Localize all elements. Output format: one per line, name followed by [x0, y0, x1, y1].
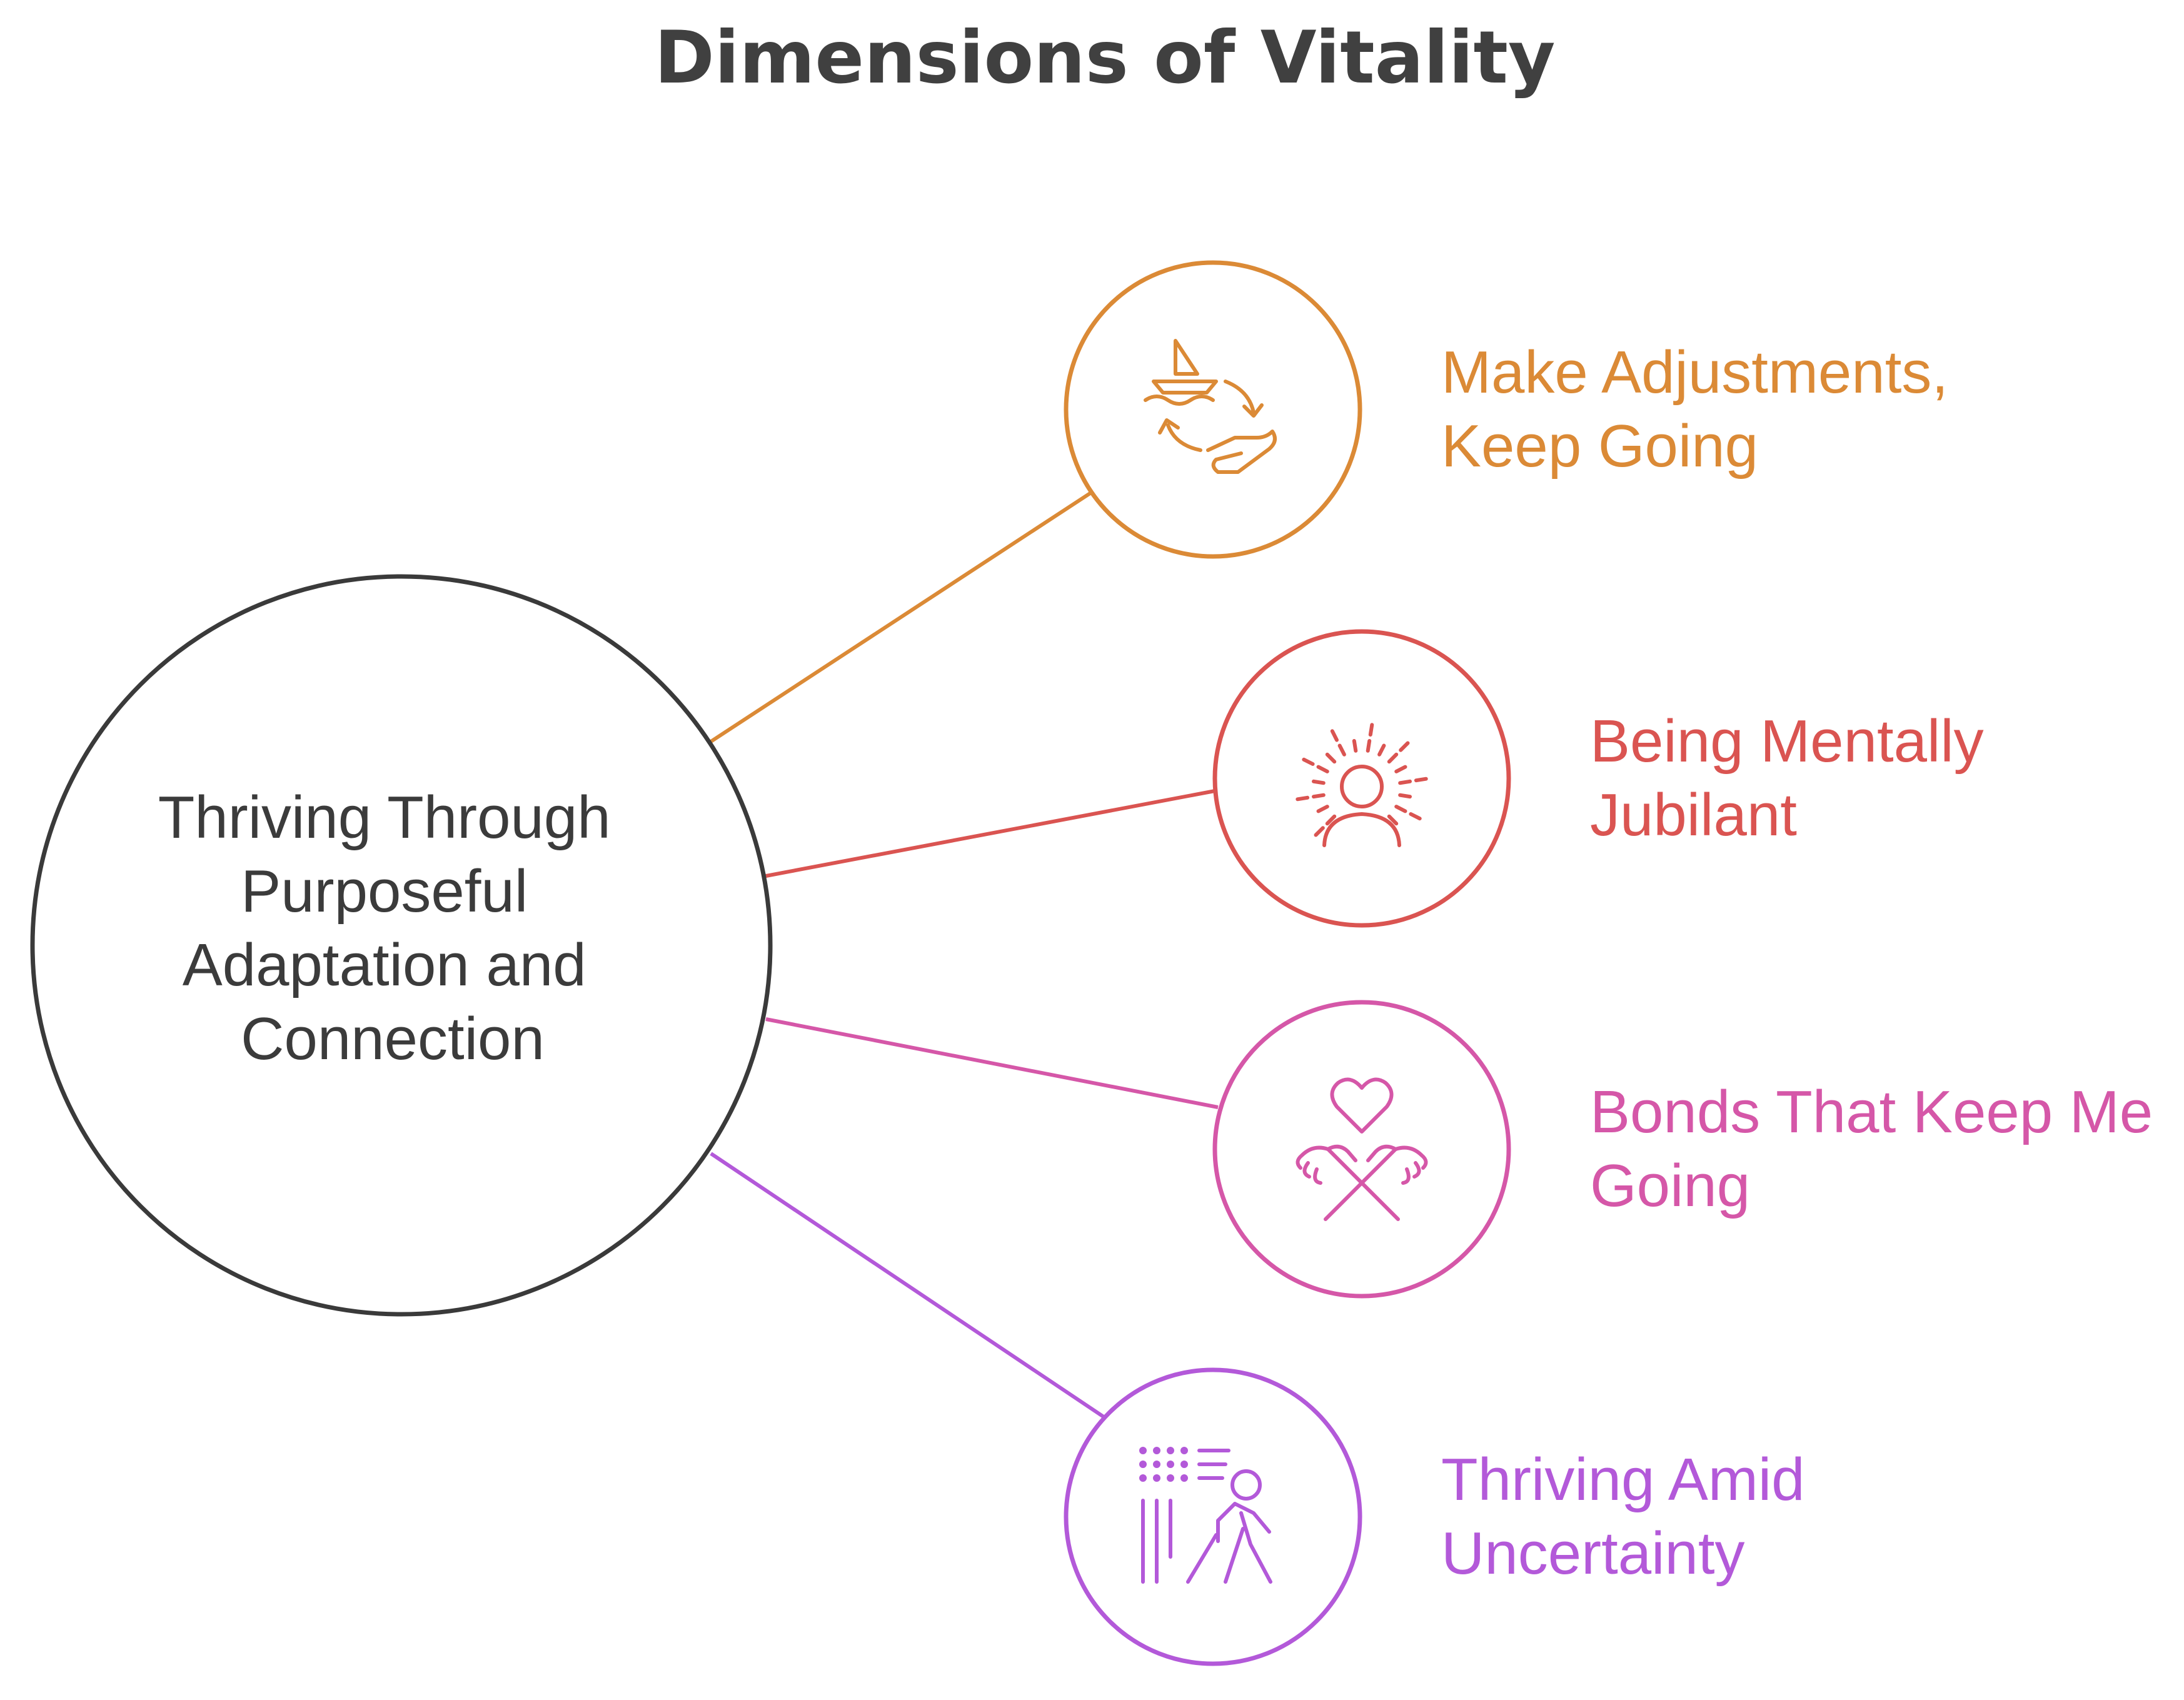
node-2-label-line-2: Jubilant — [1590, 782, 1797, 848]
radiant-person-icon — [1296, 723, 1428, 847]
ray-segment — [1316, 805, 1329, 813]
ray-segment — [1366, 739, 1372, 753]
grid-dot — [1153, 1461, 1160, 1468]
center-label: Thriving Through Purposeful Adaptation a… — [158, 784, 628, 1072]
center-node: Thriving Through Purposeful Adaptation a… — [30, 574, 773, 1317]
ray-segment — [1316, 765, 1329, 773]
grid-dot — [1139, 1474, 1147, 1482]
grid-dot — [1167, 1461, 1174, 1468]
node-3-circle — [1212, 1000, 1511, 1299]
connector-2 — [765, 789, 1215, 878]
center-label-line-1: Thriving Through — [158, 784, 611, 851]
person-walking-lines-icon — [1139, 1447, 1272, 1584]
grid-dot — [1153, 1447, 1160, 1454]
node-make-adjustments: Make Adjustments, Keep Going — [1064, 260, 1965, 559]
node-2-label-line-1: Being Mentally — [1590, 708, 1984, 775]
grid-dot — [1167, 1447, 1174, 1454]
ray-segment — [1325, 752, 1337, 764]
ray-segment — [1399, 741, 1410, 752]
ray-segment — [1409, 812, 1422, 821]
node-thriving-amid-uncertainty: Thriving Amid Uncertainty — [1064, 1367, 1821, 1666]
grid-dot — [1153, 1474, 1160, 1482]
center-label-line-3: Adaptation and — [183, 932, 586, 998]
ray-segment — [1414, 777, 1428, 783]
node-bonds-that-keep-me-going: Bonds That Keep Me Going — [1212, 1000, 2170, 1299]
node-2-circle — [1212, 629, 1511, 928]
node-1-label-line-2: Keep Going — [1441, 413, 1758, 480]
ray-segment — [1337, 743, 1346, 757]
ray-segment — [1314, 826, 1325, 837]
ray-segment — [1330, 729, 1339, 742]
node-being-mentally-jubilant: Being Mentally Jubilant — [1212, 629, 2000, 928]
connector-1 — [710, 490, 1094, 743]
center-circle — [30, 574, 773, 1317]
ray-segment — [1387, 752, 1399, 764]
grid-dot — [1180, 1474, 1188, 1482]
ray-segment — [1394, 765, 1407, 773]
connector-3 — [765, 1017, 1219, 1109]
ray-segment — [1296, 795, 1310, 802]
node-1-circle — [1064, 260, 1362, 559]
grid-dot — [1167, 1474, 1174, 1482]
node-3-label-line-1: Bonds That Keep Me — [1590, 1079, 2153, 1145]
ray-segment — [1352, 739, 1358, 753]
heart-hands-icon — [1296, 1077, 1428, 1221]
node-3-label: Bonds That Keep Me Going — [1590, 1079, 2170, 1219]
diagram-title: Dimensions of Vitality — [654, 16, 1555, 100]
connectors — [710, 490, 1219, 1420]
node-1-label-line-1: Make Adjustments, — [1441, 339, 1948, 406]
ray-segment — [1394, 805, 1407, 813]
node-1-label: Make Adjustments, Keep Going — [1441, 339, 1965, 480]
grid-dot — [1139, 1447, 1147, 1454]
node-4-label-line-2: Uncertainty — [1441, 1520, 1745, 1587]
ray-segment — [1377, 743, 1386, 757]
center-label-line-2: Purposeful — [241, 858, 528, 925]
node-2-label: Being Mentally Jubilant — [1590, 708, 2000, 848]
ray-segment — [1387, 814, 1399, 826]
node-4-circle — [1064, 1367, 1362, 1666]
node-3-label-line-2: Going — [1590, 1152, 1750, 1219]
boat-hand-cycle-icon — [1144, 339, 1277, 474]
grid-dot — [1180, 1461, 1188, 1468]
node-4-label: Thriving Amid Uncertainty — [1441, 1446, 1821, 1587]
ray-segment — [1368, 723, 1374, 737]
center-label-line-4: Connection — [241, 1005, 545, 1072]
ray-segment — [1398, 793, 1412, 799]
connector-4 — [710, 1152, 1107, 1420]
grid-dot — [1139, 1461, 1147, 1468]
grid-dot — [1180, 1447, 1188, 1454]
ray-segment — [1398, 779, 1412, 785]
ray-segment — [1325, 814, 1337, 826]
ray-segment — [1312, 779, 1326, 785]
ray-segment — [1312, 793, 1326, 799]
node-4-label-line-1: Thriving Amid — [1441, 1446, 1805, 1513]
ray-segment — [1302, 757, 1315, 766]
